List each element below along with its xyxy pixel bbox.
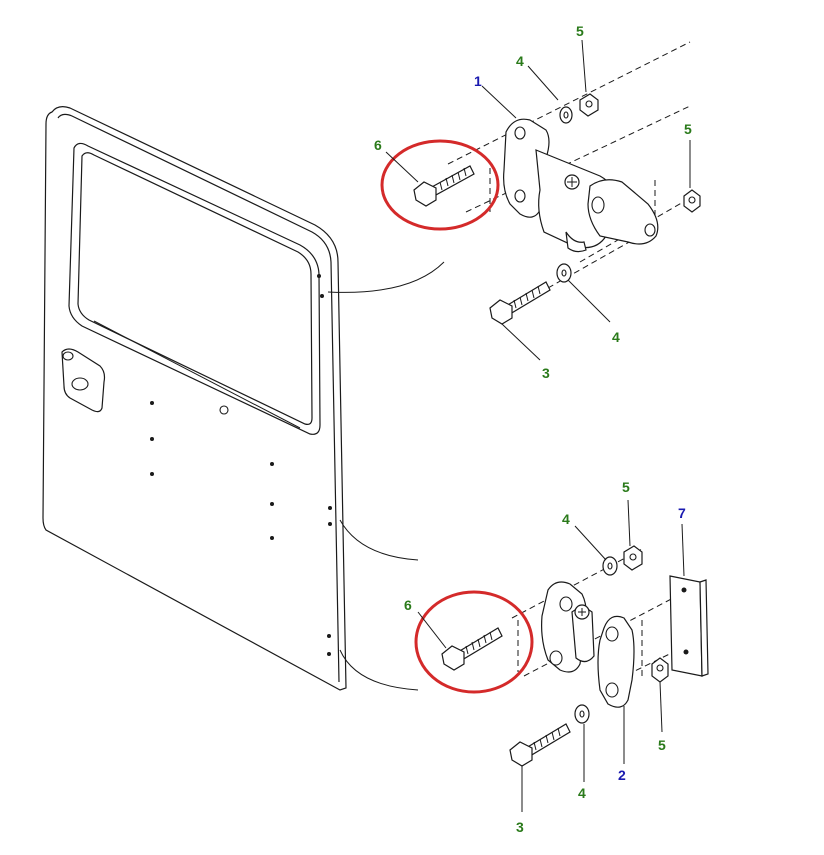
upper-hinge-body xyxy=(503,118,659,253)
callout-lower-2: 2 xyxy=(618,767,626,783)
lower-washer-4a xyxy=(602,556,618,576)
lower-backing-plate-7 xyxy=(669,575,709,677)
lower-hinge-plate-2 xyxy=(597,615,635,708)
callout-upper-4a: 4 xyxy=(516,53,524,69)
callout-lower-5b: 5 xyxy=(658,737,666,753)
callout-lower-4b: 4 xyxy=(578,785,586,801)
callout-upper-1: 1 xyxy=(474,73,482,89)
upper-washer-4a xyxy=(559,106,573,124)
lower-bolt-highlight-circle xyxy=(414,590,534,694)
callout-lower-4a: 4 xyxy=(562,511,570,527)
callout-lower-5a: 5 xyxy=(622,479,630,495)
lower-hinge-leaf xyxy=(541,581,595,673)
lower-nut-5b xyxy=(651,657,669,683)
callout-upper-5b: 5 xyxy=(684,121,692,137)
callout-upper-4b: 4 xyxy=(612,329,620,345)
upper-bolt-6 xyxy=(413,165,475,207)
door-window-glass xyxy=(77,152,313,425)
callout-lower-6: 6 xyxy=(404,597,412,613)
callout-labels: 1 4 5 5 6 4 3 5 7 4 6 5 2 4 3 xyxy=(374,23,692,835)
upper-washer-4b xyxy=(556,263,572,283)
lower-nut-5a xyxy=(623,545,643,571)
callout-upper-3: 3 xyxy=(542,365,550,381)
lower-bolt-6 xyxy=(441,627,503,671)
callout-lower-3: 3 xyxy=(516,819,524,835)
door-handle xyxy=(61,348,106,413)
lower-washer-4b xyxy=(574,704,590,724)
callout-upper-6: 6 xyxy=(374,137,382,153)
callout-lower-7: 7 xyxy=(678,505,686,521)
upper-bolt-3 xyxy=(489,281,551,325)
lower-hinge-assembly xyxy=(414,499,709,812)
upper-nut-5b xyxy=(683,189,701,213)
upper-hinge-assembly xyxy=(380,39,701,361)
upper-nut-5a xyxy=(579,93,599,117)
door-mounting-holes xyxy=(150,274,332,656)
rear-door-panel xyxy=(42,106,445,691)
upper-bolt-highlight-circle xyxy=(380,139,500,231)
lower-bolt-3 xyxy=(509,723,571,767)
callout-upper-5a: 5 xyxy=(576,23,584,39)
